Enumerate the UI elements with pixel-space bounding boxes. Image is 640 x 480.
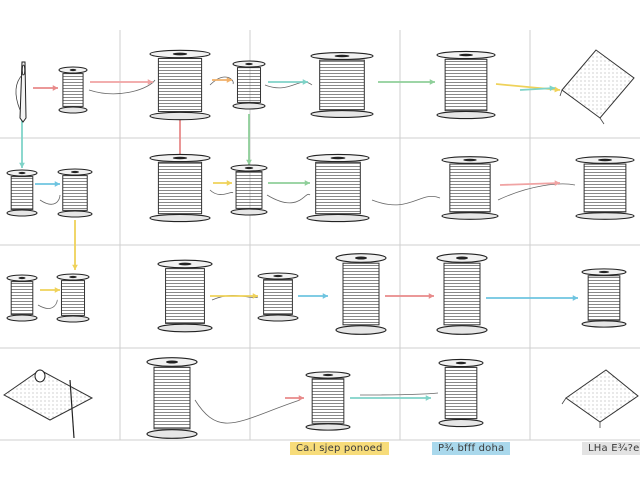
arrow-icon	[210, 293, 258, 299]
spool-icon	[6, 169, 38, 217]
spool-icon	[438, 358, 484, 428]
spool-icon	[436, 50, 496, 120]
arrow-icon	[285, 395, 304, 401]
thread-line	[497, 183, 576, 201]
thread-line	[371, 196, 441, 206]
spool-icon	[146, 357, 198, 439]
caption-label-1: Ca.l sjep ponoed	[290, 442, 389, 455]
arrow-icon	[72, 220, 78, 270]
thread-line	[359, 392, 439, 396]
spool-icon	[232, 60, 266, 110]
spool-icon	[149, 49, 211, 121]
thread-line	[39, 194, 61, 205]
arrow-icon	[268, 180, 310, 186]
fabric-icon	[559, 49, 635, 125]
thread-line	[37, 299, 58, 309]
spool-icon	[441, 156, 499, 220]
thread-line	[264, 81, 313, 89]
spool-icon	[575, 156, 635, 220]
spool-icon	[149, 153, 211, 223]
spool-icon	[335, 253, 387, 335]
spool-icon	[257, 272, 299, 322]
thread-lines	[37, 76, 576, 424]
arrow-icon	[212, 77, 232, 83]
spool-icon	[310, 51, 374, 119]
decorations	[3, 49, 639, 439]
caption-label-3: LHa E¾?ean	[582, 442, 640, 455]
arrow-icon	[19, 118, 25, 168]
spool-group	[6, 49, 635, 439]
arrow-icon	[35, 181, 60, 187]
needle-icon	[15, 61, 27, 123]
spool-icon	[56, 273, 90, 323]
thread-line	[209, 76, 234, 86]
spool-icon	[157, 259, 213, 333]
spool-icon	[58, 66, 88, 114]
arrow-icon	[246, 114, 252, 165]
arrow-icon	[213, 180, 232, 186]
spool-icon	[306, 153, 370, 223]
arrow-icon	[298, 293, 328, 299]
thread-line	[194, 399, 301, 424]
spool-icon	[436, 253, 488, 335]
thread-line	[266, 193, 311, 204]
spool-icon	[581, 268, 627, 328]
spool-icon	[57, 168, 93, 218]
spool-icon	[230, 164, 268, 216]
arrow-icon	[90, 79, 153, 85]
arrow-icon	[268, 79, 308, 85]
spool-icon	[305, 371, 351, 431]
fabric-icon	[3, 369, 94, 439]
arrow-icon	[40, 287, 60, 293]
arrow-icon	[486, 295, 578, 301]
arrow-icon	[519, 85, 556, 92]
flow-arrows	[19, 77, 578, 401]
arrow-icon	[350, 395, 431, 401]
arrow-icon	[385, 293, 434, 299]
thread-line	[209, 189, 234, 195]
spool-icon	[6, 274, 38, 322]
arrow-icon	[499, 180, 561, 187]
fabric-icon	[561, 369, 639, 428]
caption-label-2: P¾ bfff doha	[432, 442, 511, 455]
arrow-icon	[33, 85, 58, 91]
arrow-icon	[378, 79, 435, 85]
